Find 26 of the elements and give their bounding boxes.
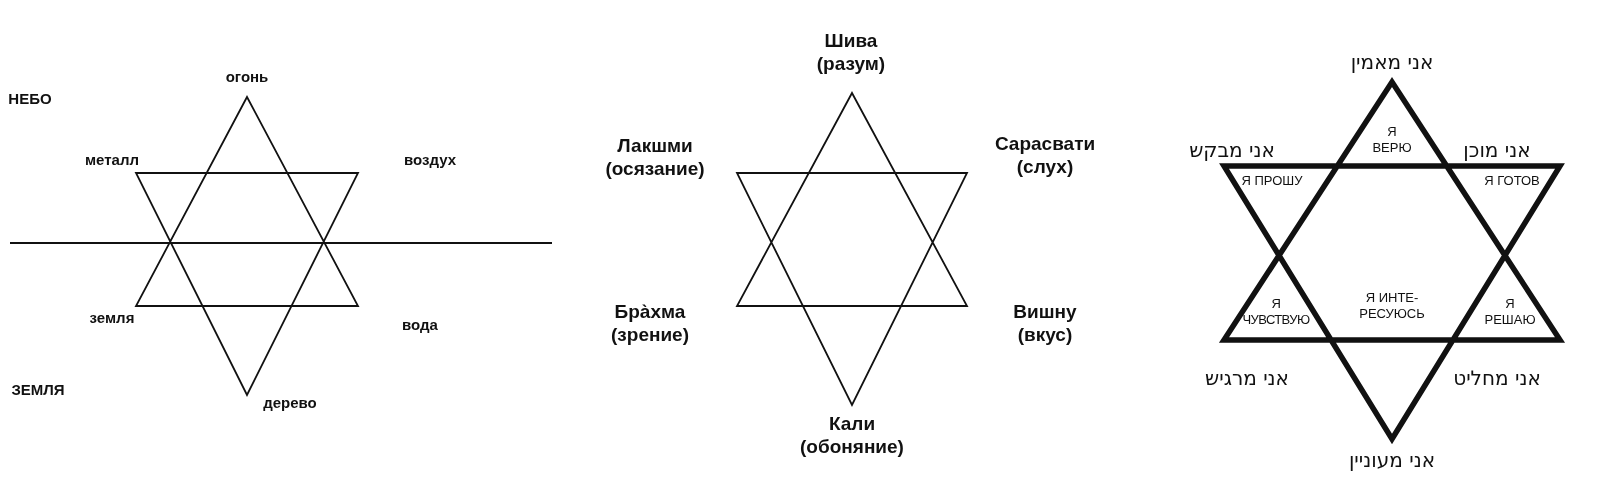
label: אני מרגיש bbox=[1205, 366, 1289, 390]
label: Я ЧУВСТВУЮ bbox=[1241, 296, 1311, 328]
label: Лакшми (осязание) bbox=[604, 135, 706, 181]
label: Я ИНТЕ-РЕСУЮСЬ bbox=[1358, 290, 1426, 322]
label: Я ВЕРЮ bbox=[1371, 124, 1413, 156]
label: Я ГОТОВ bbox=[1483, 173, 1541, 189]
label: Бра̀хма (зрение) bbox=[610, 301, 690, 347]
label: אני מחליט bbox=[1453, 366, 1541, 390]
label: Шива (разум) bbox=[815, 30, 887, 76]
label: Вишну (вкус) bbox=[1012, 301, 1078, 347]
label: вода bbox=[402, 316, 438, 334]
label: אני מבקש bbox=[1189, 138, 1275, 162]
label: дерево bbox=[263, 394, 317, 412]
label: металл bbox=[85, 151, 139, 169]
label: אני מאמין bbox=[1350, 50, 1434, 74]
label: Я ПРОШУ bbox=[1240, 173, 1304, 189]
label: אני מעוניין bbox=[1348, 448, 1436, 472]
label: земля bbox=[89, 309, 135, 327]
label: אני מוכן bbox=[1463, 138, 1531, 162]
label: НЕБО bbox=[8, 90, 52, 108]
label: воздух bbox=[404, 151, 456, 169]
label: огонь bbox=[225, 68, 269, 86]
label: Сарасвати (слух) bbox=[993, 133, 1097, 179]
label: Я РЕШАЮ bbox=[1483, 296, 1537, 328]
label: Кали (обоняние) bbox=[799, 413, 905, 459]
label: ЗЕМЛЯ bbox=[11, 381, 65, 399]
